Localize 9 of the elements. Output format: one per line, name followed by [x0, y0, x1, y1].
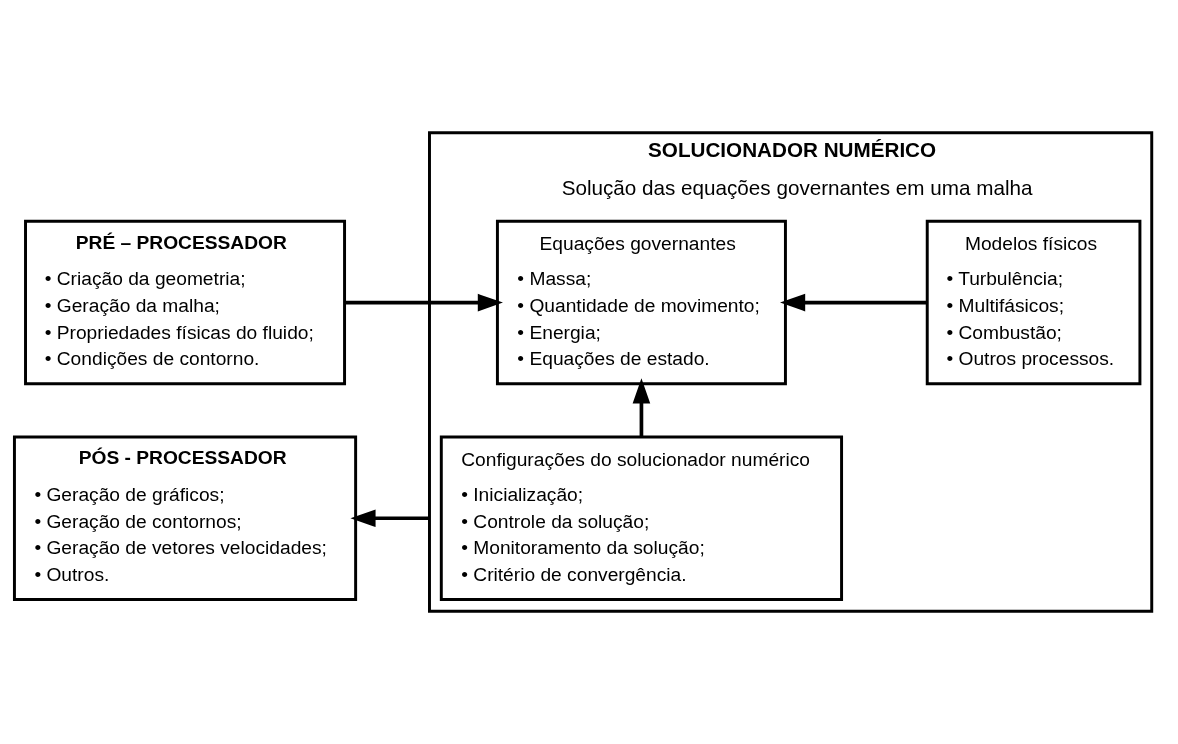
arrow	[350, 509, 430, 528]
arrow	[345, 293, 503, 312]
arrow	[632, 378, 651, 437]
node-box: Modelos físicos • Turbulência; • Multifásicos; • Combustão; • Outros processos.	[925, 219, 1142, 386]
node-box: PRÉ – PROCESSADOR • Criação da geometria; • Geração da malha; • Propriedades físicas do fluido; • Condições de contorno.	[24, 219, 347, 386]
node-box: Configurações do solucionador numérico • Inicialização; • Controle da solução; • Monitoramento da solução; • Critério de convergência.	[439, 435, 844, 601]
node-box: Equações governantes • Massa; • Quantidade de movimento; • Energia; • Equações de estado.	[495, 219, 787, 386]
node-box: PÓS - PROCESSADOR • Geração de gráficos; • Geração de contornos; • Geração de vetores velocidades; • Outros.	[12, 435, 358, 601]
arrow	[780, 293, 928, 312]
